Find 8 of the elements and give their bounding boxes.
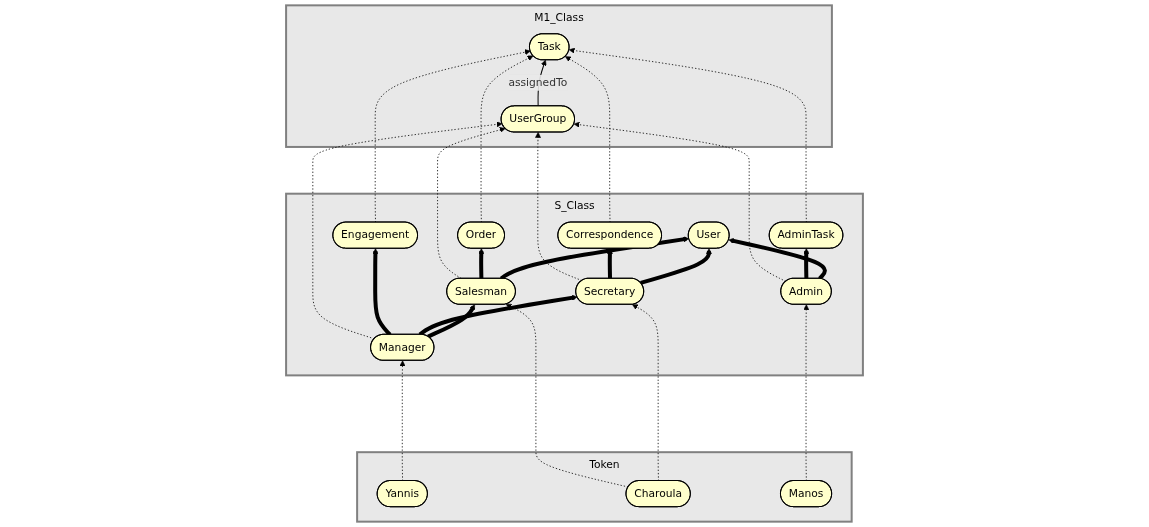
arrow [640,248,712,285]
arrow [418,294,578,337]
arrow [499,236,690,281]
arrow [478,248,485,279]
arrow [803,248,810,279]
edge-label: assignedTo [508,76,568,89]
arrow [427,304,476,339]
arrow [728,238,827,280]
